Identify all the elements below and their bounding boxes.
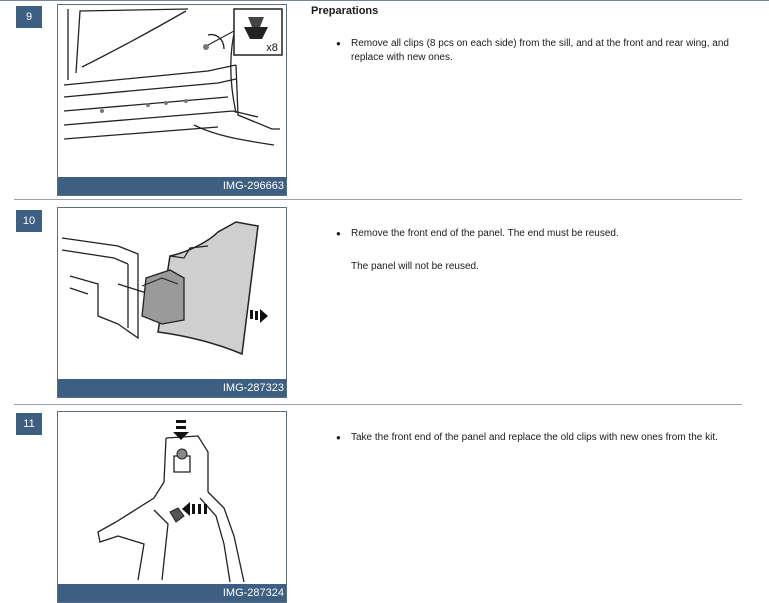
step-number: 10 [16,210,42,232]
clip-inset: x8 [233,8,283,56]
clip-count-label: x8 [266,42,278,54]
step-illustration: IMG-287323 [57,207,287,398]
panel-end-drawing [61,221,268,356]
step-illustration: IMG-287324 [57,411,287,603]
step-note: The panel will not be reused. [351,261,479,272]
insert-arrow-side [182,502,207,516]
step-number: 9 [16,6,42,28]
sill-clips-drawing: x8 [63,8,283,146]
step-divider [14,199,742,200]
step-number: 11 [16,413,42,435]
image-caption: IMG-296663 [58,177,286,195]
removal-arrow [250,309,268,323]
step-instruction: Remove all clips (8 pcs on each side) fr… [336,37,742,65]
insert-arrow-top [173,420,189,440]
image-caption: IMG-287324 [58,584,286,602]
step-instruction: Take the front end of the panel and repl… [336,431,742,445]
step-title: Preparations [311,5,379,17]
step-instruction: Remove the front end of the panel. The e… [336,227,742,241]
image-caption: IMG-287323 [58,379,286,397]
step-illustration: x8 IMG-296663 [57,4,287,196]
clip-replacement-drawing [97,420,245,583]
top-rule [0,0,769,1]
step-divider [14,404,742,405]
